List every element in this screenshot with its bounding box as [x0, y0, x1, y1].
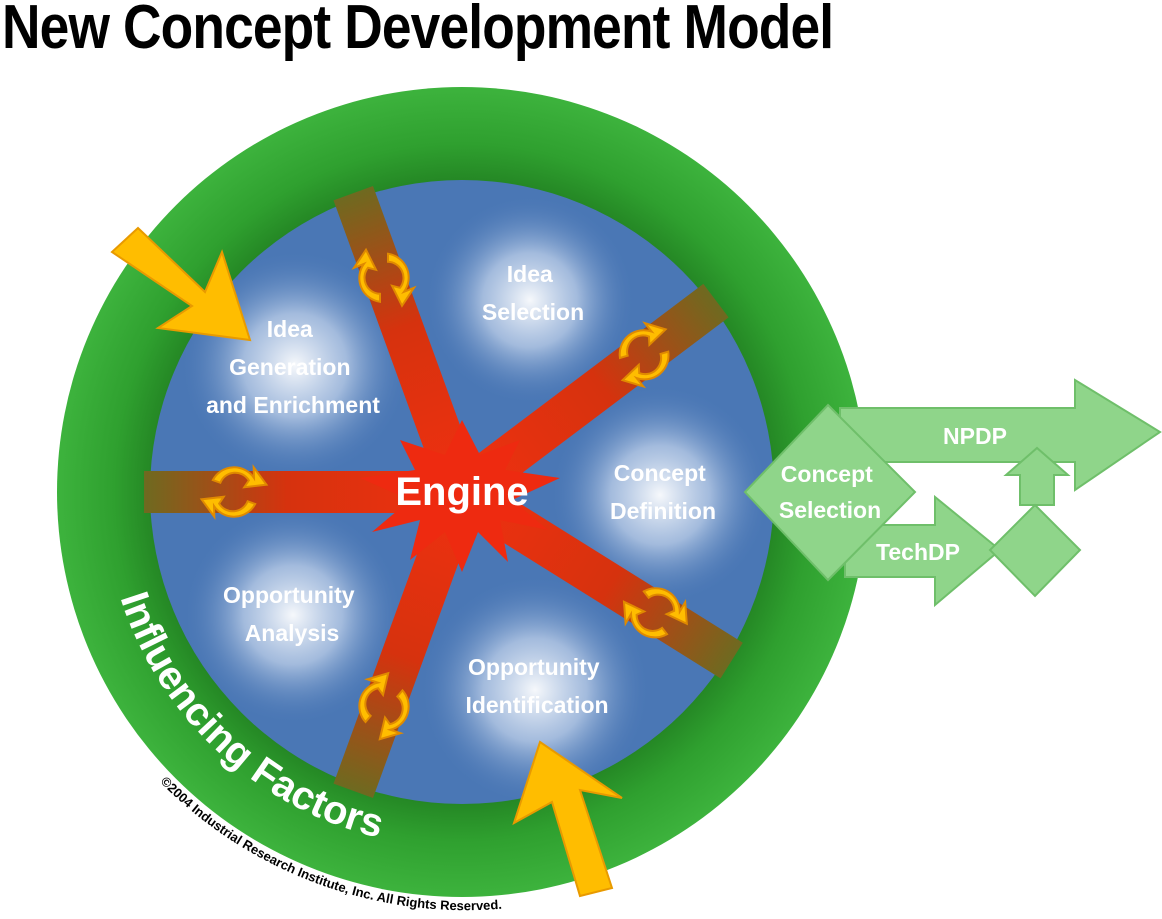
up-arrow	[1003, 446, 1071, 506]
spokes	[144, 185, 743, 799]
cycle-arrows	[199, 247, 688, 741]
techdp-arrow	[844, 494, 1002, 608]
cycle-arrow-icon	[618, 321, 670, 389]
sector-label-opportunity-identification: Opportunity Identification	[465, 654, 608, 718]
cycle-arrow-icon	[358, 671, 410, 741]
page-title: New Concept Development Model	[2, 0, 834, 62]
cycle-arrow-icon	[622, 587, 688, 639]
cycle-arrow-icon	[199, 464, 269, 520]
concept-selection-label: Concept Selection	[779, 461, 881, 523]
cycle-arrow-icon	[351, 247, 417, 308]
spoke-bottom	[333, 484, 482, 799]
sector-label-opportunity-analysis: Opportunity Analysis	[223, 582, 361, 646]
engine-label: Engine	[395, 470, 528, 514]
spoke-lower-right	[450, 474, 743, 679]
npdp-label: NPDP	[943, 423, 1007, 449]
sector-label-idea-selection: Idea Selection	[482, 261, 584, 325]
concept-selection-diamond	[743, 403, 917, 582]
techdp-label: TechDP	[876, 539, 960, 565]
sector-label-concept-definition: Concept Definition	[610, 460, 716, 524]
influence-arrow-bottom	[512, 740, 623, 898]
convergence-diamond	[988, 503, 1082, 598]
sector-label-idea-generation: Idea Generation and Enrichment	[206, 316, 380, 418]
output-arrows	[743, 378, 1162, 608]
influence-arrow-top-left	[110, 226, 252, 342]
spoke-upper-right	[449, 283, 729, 509]
engine-burst	[360, 420, 560, 572]
